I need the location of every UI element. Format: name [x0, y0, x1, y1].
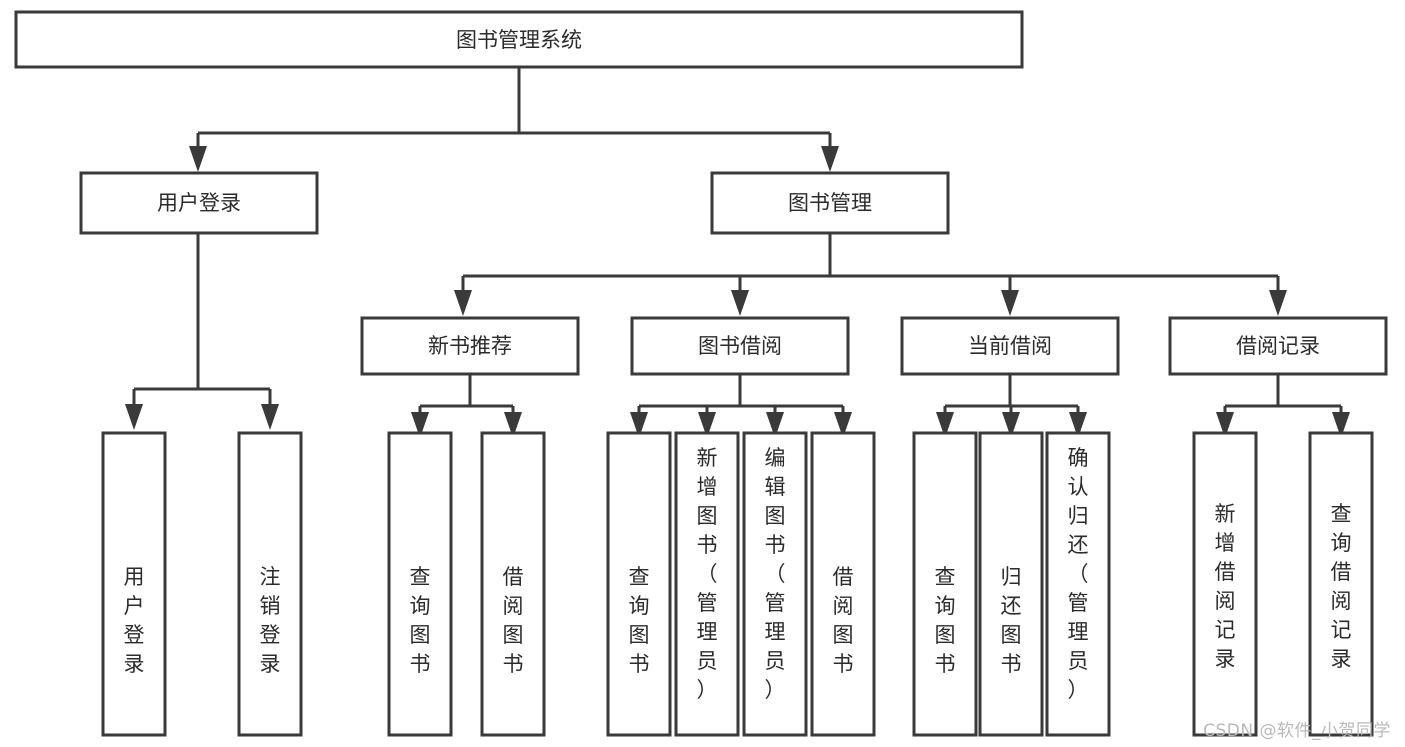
- arrow-to-new-book-recommend: [454, 290, 472, 316]
- leaf-borrow-book-newbook[interactable]: 借阅图书: [480, 431, 546, 737]
- arrow-to-leaf-user-login: [125, 404, 143, 430]
- node-new-book-recommend[interactable]: 新书推荐: [360, 316, 580, 376]
- leaf-user-login-label: 用户登录: [124, 565, 145, 676]
- leaf-add-borrow-record-label: 新增借阅记录: [1215, 502, 1236, 671]
- leaf-borrow-book-borrow-box: [810, 431, 876, 737]
- connector-group: [125, 67, 1350, 438]
- node-borrow-record-box: [1168, 316, 1388, 376]
- leaf-query-book-newbook-label: 查询图书: [410, 565, 431, 676]
- node-new-book-recommend-box: [360, 316, 580, 376]
- arrow-to-leaf-logout: [261, 404, 279, 430]
- leaf-confirm-return-box: [1045, 431, 1111, 737]
- leaf-return-book[interactable]: 归还图书: [978, 431, 1044, 737]
- leaf-query-book-borrow-box: [606, 431, 672, 737]
- leaf-return-book-label: 归还图书: [1001, 565, 1022, 676]
- leaf-query-book-borrow-label: 查询图书: [629, 565, 650, 676]
- arrow-to-book-borrow: [731, 290, 749, 316]
- leaf-add-book-label: 新增图书（管理员）: [697, 446, 718, 702]
- node-current-borrow[interactable]: 当前借阅: [900, 316, 1120, 376]
- node-current-borrow-label: 当前借阅: [968, 334, 1052, 358]
- leaf-return-book-box: [978, 431, 1044, 737]
- leaf-logout-box: [237, 431, 303, 737]
- leaf-query-borrow-record[interactable]: 查询借阅记录: [1308, 431, 1374, 737]
- leaf-user-login[interactable]: 用户登录: [101, 431, 167, 737]
- leaf-add-book[interactable]: 新增图书（管理员）: [674, 431, 740, 737]
- node-book-borrow-box: [630, 316, 850, 376]
- leaf-edit-book[interactable]: 编辑图书（管理员）: [742, 431, 808, 737]
- leaf-logout[interactable]: 注销登录: [237, 431, 303, 737]
- leaf-query-book-current-label: 查询图书: [935, 565, 956, 676]
- leaf-query-borrow-record-label: 查询借阅记录: [1331, 502, 1352, 671]
- node-root-label: 图书管理系统: [456, 28, 582, 52]
- arrow-to-book-management: [821, 146, 839, 172]
- leaf-query-book-borrow[interactable]: 查询图书: [606, 431, 672, 737]
- node-user-login[interactable]: 用户登录: [79, 171, 319, 235]
- leaf-confirm-return-label: 确认归还（管理员）: [1068, 446, 1089, 702]
- node-user-login-box: [79, 171, 319, 235]
- leaf-borrow-book-newbook-label: 借阅图书: [503, 565, 524, 676]
- leaf-add-borrow-record[interactable]: 新增借阅记录: [1192, 431, 1258, 737]
- leaf-edit-book-box: [742, 431, 808, 737]
- watermark: CSDN @软件_小贺同学: [1203, 721, 1391, 741]
- node-root-system[interactable]: 图书管理系统: [14, 10, 1024, 69]
- leaf-query-book-newbook[interactable]: 查询图书: [387, 431, 453, 737]
- node-current-borrow-box: [900, 316, 1120, 376]
- node-book-borrow[interactable]: 图书借阅: [630, 316, 850, 376]
- node-book-borrow-label: 图书借阅: [698, 334, 782, 358]
- leaf-confirm-return[interactable]: 确认归还（管理员）: [1045, 431, 1111, 737]
- node-book-management-box: [710, 171, 950, 235]
- arrow-to-current-borrow: [1001, 290, 1019, 316]
- leaf-edit-book-label: 编辑图书（管理员）: [765, 446, 786, 702]
- node-book-management-label: 图书管理: [788, 191, 872, 215]
- node-user-login-label: 用户登录: [157, 191, 241, 215]
- leaf-borrow-book-borrow[interactable]: 借阅图书: [810, 431, 876, 737]
- leaf-query-borrow-record-box: [1308, 431, 1374, 737]
- node-root-box: [14, 10, 1024, 69]
- leaf-add-borrow-record-box: [1192, 431, 1258, 737]
- arrow-to-borrow-record: [1269, 290, 1287, 316]
- leaf-add-book-box: [674, 431, 740, 737]
- leaf-query-book-current[interactable]: 查询图书: [912, 431, 978, 737]
- node-new-book-recommend-label: 新书推荐: [428, 334, 512, 358]
- leaf-borrow-book-borrow-label: 借阅图书: [833, 565, 854, 676]
- leaf-user-login-box: [101, 431, 167, 737]
- node-borrow-record-label: 借阅记录: [1236, 334, 1320, 358]
- leaf-logout-label: 注销登录: [260, 565, 281, 676]
- leaf-query-book-current-box: [912, 431, 978, 737]
- leaf-query-book-newbook-box: [387, 431, 453, 737]
- arrow-to-user-login: [189, 146, 207, 172]
- leaf-borrow-book-newbook-box: [480, 431, 546, 737]
- node-borrow-record[interactable]: 借阅记录: [1168, 316, 1388, 376]
- node-book-management[interactable]: 图书管理: [710, 171, 950, 235]
